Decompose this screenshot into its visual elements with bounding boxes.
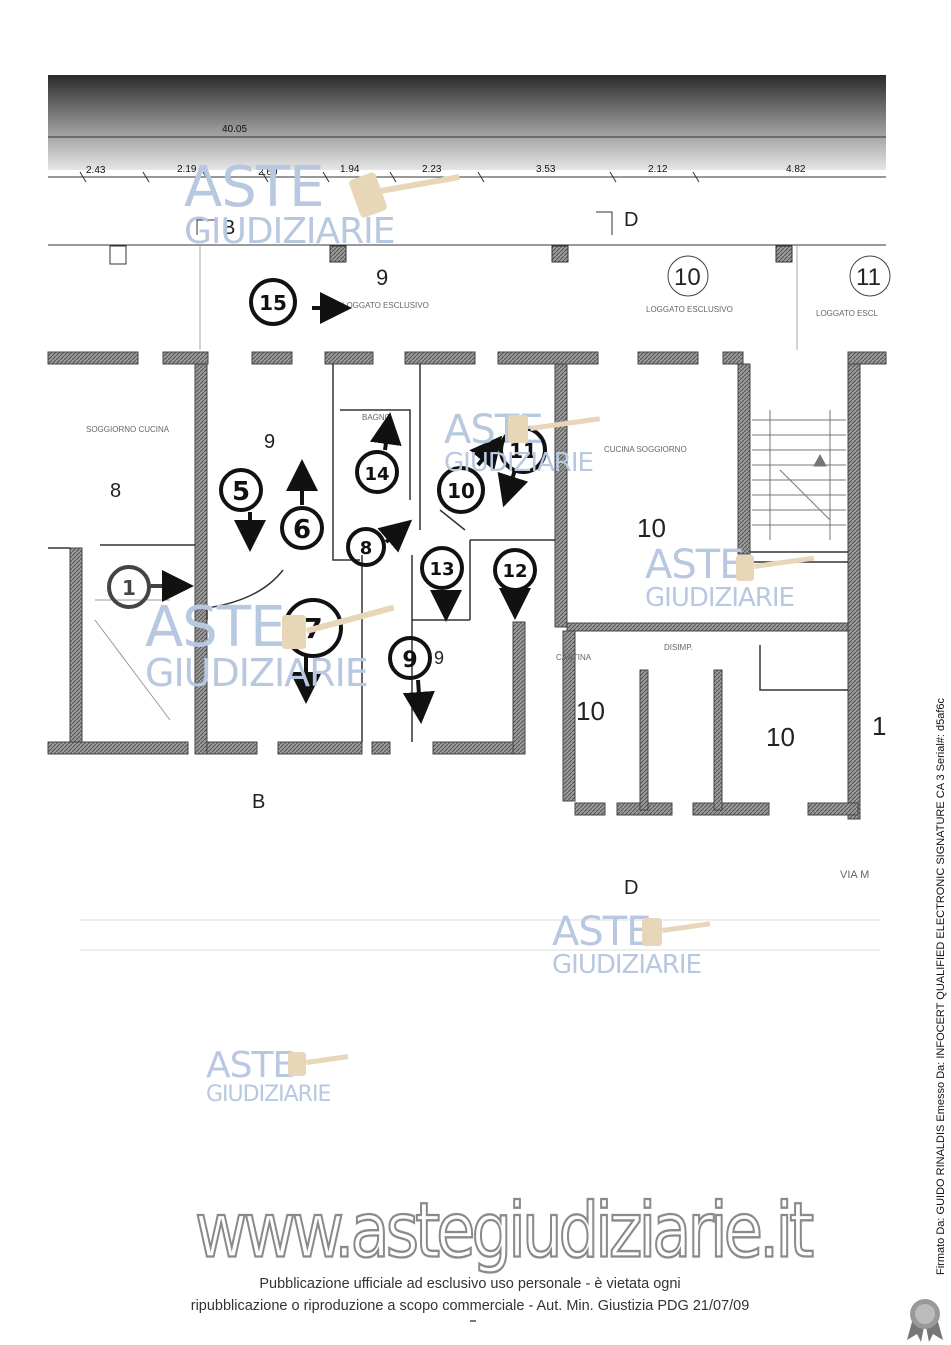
dim-seg: 4.82 [786, 164, 806, 175]
dimension-line [48, 136, 886, 183]
marker-9 [388, 636, 435, 724]
marker-label: 15 [259, 291, 287, 315]
unit-number: 9 [376, 265, 388, 290]
room-label: CANTINA [556, 653, 592, 662]
marker-14 [420, 546, 464, 622]
marker-label: 6 [293, 515, 311, 545]
scan-shadow [48, 75, 886, 170]
section-letter: D [624, 209, 638, 231]
watermark-logo: ASTE GIUDIZIARIE [552, 909, 702, 980]
marker-label: 9 [402, 648, 417, 673]
room-number: 10 [576, 696, 605, 726]
seal-icon [907, 1299, 943, 1342]
marker-1 [107, 565, 194, 609]
room-label: VIA M [840, 869, 869, 881]
marker-label: 14 [364, 464, 389, 485]
section-letter: B [252, 791, 265, 813]
room-number: 10 [637, 513, 666, 543]
digital-signature: Firmato Da: GUIDO RINALDIS Emesso Da: IN… [935, 697, 947, 1275]
watermark-logo: ASTE GIUDIZIARIE [184, 155, 395, 252]
footer-line-2: ripubblicazione o riproduzione a scopo c… [190, 1298, 750, 1314]
unit-number: 10 [674, 264, 701, 291]
footer-line-1: Pubblicazione ufficiale ad esclusivo uso… [259, 1276, 681, 1292]
marker-label: 10 [447, 479, 475, 503]
marker-10 [437, 435, 503, 514]
photo-markers [107, 278, 547, 724]
watermark-logo: ASTE GIUDIZIARIE [145, 595, 369, 695]
overall-dimension: 40.05 [222, 124, 247, 135]
marker-6 [280, 459, 324, 550]
marker-15 [249, 278, 352, 326]
dim-seg: 2.60 [258, 167, 278, 178]
room-number: 1 [872, 711, 886, 741]
marker-label: 1 [122, 576, 136, 600]
room-label: LOGGATO ESCLUSIVO [342, 301, 429, 310]
stairwell [752, 410, 846, 540]
room-number: 9 [434, 648, 444, 668]
dim-seg: 3.53 [536, 164, 556, 175]
marker-13 [355, 412, 402, 494]
page-mark [470, 1320, 476, 1322]
dim-seg: 1.94 [340, 164, 360, 175]
marker-12 [493, 548, 537, 620]
marker-label: 5 [232, 477, 250, 507]
unit-number: 11 [856, 264, 881, 291]
room-number: 9 [264, 431, 275, 453]
marker-5 [219, 468, 266, 552]
room-label: CUCINA SOGGIORNO [604, 445, 687, 454]
room-label: SOGGIORNO CUCINA [86, 425, 170, 434]
room-number: 8 [110, 480, 121, 502]
marker-label: 13 [429, 559, 454, 580]
section-letter: D [624, 877, 638, 899]
marker-label: 12 [502, 561, 527, 582]
marker-label: 8 [360, 538, 373, 559]
website-watermark: www.astegiudiziarie.it [194, 1187, 815, 1277]
watermark-logo: ASTE GIUDIZIARIE [206, 1045, 331, 1107]
room-number: 10 [766, 722, 795, 752]
room-label: LOGGATO ESCL [816, 309, 878, 318]
section-letter: B [222, 217, 235, 239]
room-label: DISIMP. [664, 643, 693, 652]
marker-8 [346, 519, 413, 567]
watermark-logo: ASTE GIUDIZIARIE [645, 542, 795, 613]
dim-seg: 2.23 [422, 164, 442, 175]
dim-seg: 2.12 [648, 164, 668, 175]
dim-seg: 2.43 [86, 165, 106, 176]
dim-seg: 2.19 [177, 164, 197, 175]
room-label: LOGGATO ESCLUSIVO [646, 305, 733, 314]
floor-plan: 40.05 2.43 2.19 2.60 1.94 2.23 3.53 2.12… [47, 75, 891, 951]
